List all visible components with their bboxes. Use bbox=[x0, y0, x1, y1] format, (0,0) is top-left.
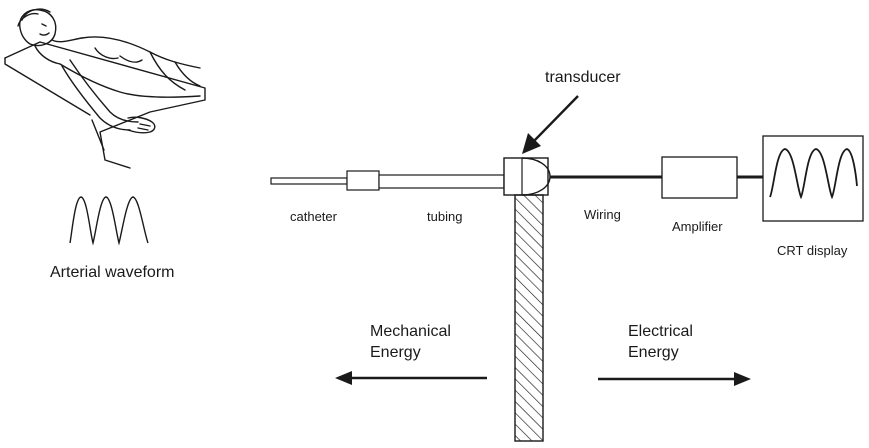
arterial-waveform-icon bbox=[69, 196, 149, 246]
mechanical-energy-label: Mechanical Energy bbox=[370, 321, 451, 363]
transducer-pointer-arrow bbox=[522, 95, 579, 154]
tubing-label: tubing bbox=[427, 209, 463, 224]
crt-display bbox=[762, 135, 864, 222]
mechanical-energy-line2: Energy bbox=[370, 344, 421, 361]
crt-waveform-icon bbox=[769, 148, 858, 200]
amplifier-box bbox=[661, 156, 738, 199]
mechanical-energy-arrow bbox=[335, 371, 487, 385]
catheter-connector bbox=[346, 170, 380, 191]
transducer bbox=[503, 157, 551, 196]
wiring-label: Wiring bbox=[584, 207, 621, 222]
arterial-waveform-label: Arterial waveform bbox=[50, 264, 175, 281]
transducer-label: transducer bbox=[545, 69, 621, 86]
crt-display-label: CRT display bbox=[777, 243, 848, 258]
electrical-energy-label: Electrical Energy bbox=[628, 321, 693, 363]
amplifier-label: Amplifier bbox=[672, 219, 723, 234]
electrical-energy-arrow bbox=[598, 372, 751, 386]
mechanical-energy-line1: Mechanical bbox=[370, 323, 451, 340]
energy-divider-bar bbox=[514, 194, 544, 442]
catheter-label: catheter bbox=[290, 209, 337, 224]
tubing bbox=[378, 174, 505, 189]
patient-icon bbox=[4, 8, 206, 169]
electrical-energy-line2: Energy bbox=[628, 344, 679, 361]
electrical-energy-line1: Electrical bbox=[628, 323, 693, 340]
catheter-tube bbox=[270, 177, 348, 185]
